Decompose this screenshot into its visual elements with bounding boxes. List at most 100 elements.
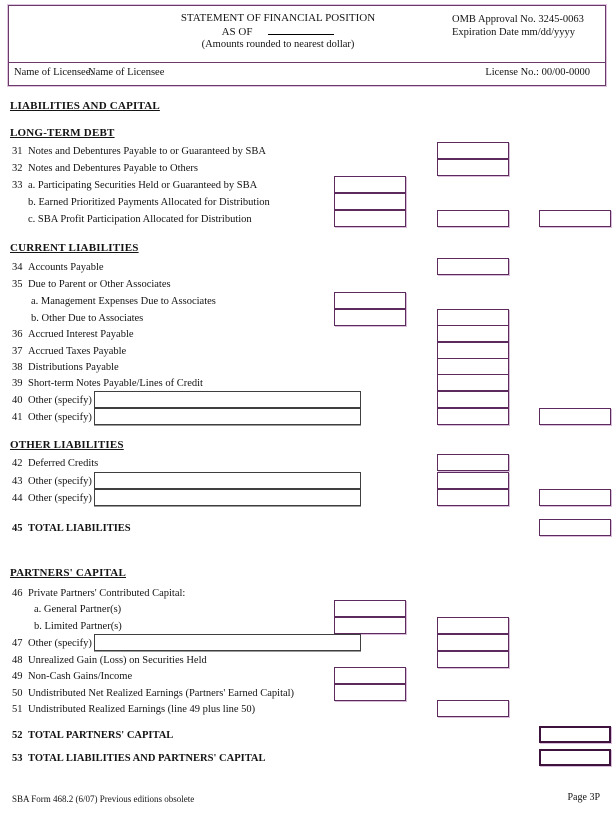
amount-field-46b-c2[interactable] bbox=[437, 617, 509, 634]
section-heading-long-term-debt: LONG-TERM DEBT bbox=[10, 127, 115, 139]
amount-field-50-c1[interactable] bbox=[334, 684, 406, 701]
row-num-46: 46 bbox=[12, 588, 23, 599]
omb-block: OMB Approval No. 3245-0063 Expiration Da… bbox=[452, 13, 584, 39]
amount-field-48-c2[interactable] bbox=[437, 651, 509, 668]
row-num-41: 41 bbox=[12, 412, 23, 423]
row-num-32: 32 bbox=[12, 163, 23, 174]
amount-field-52-c3[interactable] bbox=[539, 726, 611, 743]
header-frame bbox=[8, 5, 606, 86]
specify-field-43[interactable] bbox=[94, 472, 361, 489]
amount-field-47-c2[interactable] bbox=[437, 634, 509, 651]
row-num-49: 49 bbox=[12, 671, 23, 682]
row-label-43: Other (specify) bbox=[28, 476, 92, 487]
specify-field-44[interactable] bbox=[94, 489, 361, 506]
row-label-46b: b. Limited Partner(s) bbox=[34, 621, 122, 632]
amount-field-38-c2[interactable] bbox=[437, 358, 509, 375]
row-num-45: 45 bbox=[12, 523, 23, 534]
amount-field-42-c2[interactable] bbox=[437, 454, 509, 471]
amount-field-35b-c1[interactable] bbox=[334, 309, 406, 326]
specify-field-40[interactable] bbox=[94, 391, 361, 408]
row-label-45: TOTAL LIABILITIES bbox=[28, 523, 131, 534]
row-label-32: Notes and Debentures Payable to Others bbox=[28, 163, 198, 174]
row-num-35: 35 bbox=[12, 279, 23, 290]
omb-expiration: Expiration Date mm/dd/yyyy bbox=[452, 27, 576, 38]
row-label-50: Undistributed Net Realized Earnings (Par… bbox=[28, 688, 295, 699]
amount-field-37-c2[interactable] bbox=[437, 342, 509, 359]
as-of-label: AS OF bbox=[221, 26, 253, 38]
row-label-37: Accrued Taxes Payable bbox=[28, 346, 127, 357]
row-label-47: Other (specify) bbox=[28, 638, 92, 649]
section-heading-partners-capital: PARTNERS' CAPITAL bbox=[10, 567, 126, 579]
footer-form-id: SBA Form 468.2 (6/07) Previous editions … bbox=[12, 794, 195, 804]
amount-field-34-c2[interactable] bbox=[437, 258, 509, 275]
row-label-31: Notes and Debentures Payable to or Guara… bbox=[28, 146, 266, 157]
row-num-36: 36 bbox=[12, 329, 23, 340]
license-number: License No.: 00/00-0000 bbox=[485, 67, 590, 78]
row-label-33a: a. Participating Securities Held or Guar… bbox=[28, 180, 258, 191]
header-title-block: STATEMENT OF FINANCIAL POSITION AS OF (A… bbox=[140, 12, 416, 51]
row-label-51: Undistributed Realized Earnings (line 49… bbox=[28, 704, 256, 715]
row-label-48: Unrealized Gain (Loss) on Securities Hel… bbox=[28, 655, 207, 666]
row-num-40: 40 bbox=[12, 395, 23, 406]
omb-approval: OMB Approval No. 3245-0063 bbox=[452, 14, 584, 25]
row-label-53: TOTAL LIABILITIES AND PARTNERS' CAPITAL bbox=[28, 753, 266, 764]
row-num-44: 44 bbox=[12, 493, 23, 504]
row-label-41: Other (specify) bbox=[28, 412, 92, 423]
amount-field-36-c2[interactable] bbox=[437, 325, 509, 342]
specify-field-47[interactable] bbox=[94, 634, 361, 651]
row-num-38: 38 bbox=[12, 362, 23, 373]
as-of-line: AS OF bbox=[140, 26, 416, 38]
row-num-33a: 33 bbox=[12, 180, 23, 191]
amount-field-39-c2[interactable] bbox=[437, 374, 509, 391]
as-of-date-blank[interactable] bbox=[268, 26, 335, 35]
specify-field-41[interactable] bbox=[94, 408, 361, 425]
amount-field-31-c2[interactable] bbox=[437, 142, 509, 159]
header-divider bbox=[9, 62, 605, 63]
row-label-35a: a. Management Expenses Due to Associates bbox=[31, 296, 216, 307]
row-num-37: 37 bbox=[12, 346, 23, 357]
row-label-40: Other (specify) bbox=[28, 395, 92, 406]
row-num-39: 39 bbox=[12, 378, 23, 389]
amount-field-35a-c1[interactable] bbox=[334, 292, 406, 309]
row-label-46a: a. General Partner(s) bbox=[34, 604, 122, 615]
amount-field-51-c2[interactable] bbox=[437, 700, 509, 717]
form-subtitle: (Amounts rounded to nearest dollar) bbox=[201, 39, 355, 50]
amount-field-43-c2[interactable] bbox=[437, 472, 509, 489]
footer-page-number: Page 3P bbox=[567, 792, 601, 803]
amount-field-46b-c1[interactable] bbox=[334, 617, 406, 634]
row-num-50: 50 bbox=[12, 688, 23, 699]
amount-field-53-c3[interactable] bbox=[539, 749, 611, 766]
row-label-39: Short-term Notes Payable/Lines of Credit bbox=[28, 378, 203, 389]
row-label-35: Due to Parent or Other Associates bbox=[28, 279, 171, 290]
amount-field-35b-c2[interactable] bbox=[437, 309, 509, 326]
row-num-42: 42 bbox=[12, 458, 23, 469]
amount-field-33c-c1[interactable] bbox=[334, 210, 406, 227]
row-label-34: Accounts Payable bbox=[28, 262, 104, 273]
section-heading-other-liabilities: OTHER LIABILITIES bbox=[10, 439, 124, 451]
amount-field-33c-c3[interactable] bbox=[539, 210, 611, 227]
amount-field-44-c2[interactable] bbox=[437, 489, 509, 506]
row-num-48: 48 bbox=[12, 655, 23, 666]
amount-field-44-c3[interactable] bbox=[539, 489, 611, 506]
amount-field-41-c3[interactable] bbox=[539, 408, 611, 425]
row-label-35b: b. Other Due to Associates bbox=[31, 313, 144, 324]
licensee-value: Name of Licensee bbox=[88, 67, 165, 78]
section-heading-current-liabilities: CURRENT LIABILITIES bbox=[10, 242, 139, 254]
form-title: STATEMENT OF FINANCIAL POSITION bbox=[180, 12, 376, 24]
row-label-38: Distributions Payable bbox=[28, 362, 119, 373]
amount-field-33c-c2[interactable] bbox=[437, 210, 509, 227]
amount-field-49-c1[interactable] bbox=[334, 667, 406, 684]
amount-field-33a-c1[interactable] bbox=[334, 176, 406, 193]
amount-field-33b-c1[interactable] bbox=[334, 193, 406, 210]
amount-field-41-c2[interactable] bbox=[437, 408, 509, 425]
amount-field-40-c2[interactable] bbox=[437, 391, 509, 408]
amount-field-32-c2[interactable] bbox=[437, 159, 509, 176]
row-label-46: Private Partners' Contributed Capital: bbox=[28, 588, 186, 599]
row-label-36: Accrued Interest Payable bbox=[28, 329, 134, 340]
row-num-43: 43 bbox=[12, 476, 23, 487]
amount-field-46a-c1[interactable] bbox=[334, 600, 406, 617]
row-num-51: 51 bbox=[12, 704, 23, 715]
amount-field-45-c3[interactable] bbox=[539, 519, 611, 536]
